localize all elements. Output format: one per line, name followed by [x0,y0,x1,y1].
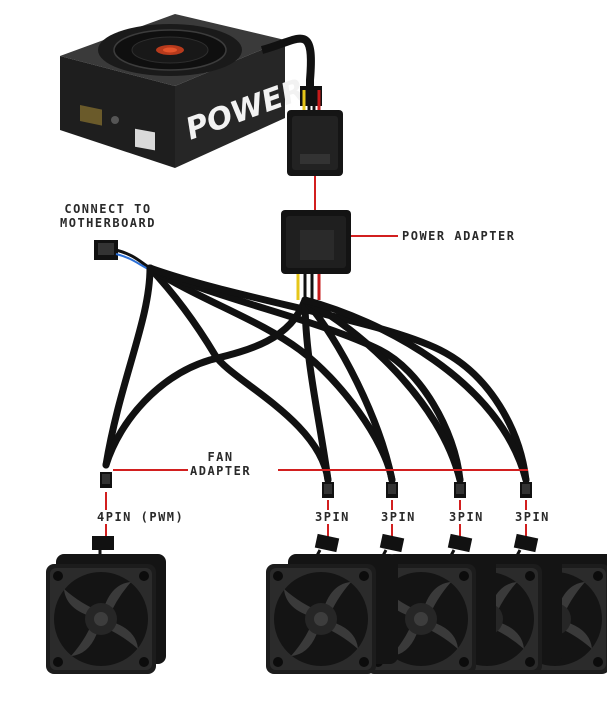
pin3-label: 3PIN [448,510,485,524]
psu-cable-wires [300,86,322,110]
power-adapter-label: POWER ADAPTER [402,229,516,243]
fan-connector-icon [100,472,532,498]
pin3-label: 3PIN [380,510,417,524]
motherboard-connector-icon [94,240,118,260]
fan-adapter-label: FAN ADAPTER [190,450,251,478]
psu-icon [60,14,285,168]
fan-adapter-line1: FAN [207,450,234,464]
connect-label-line1: CONNECT TO [64,202,152,216]
motherboard-wires [115,248,151,271]
cable-harness [102,264,530,484]
psu-output-cable [260,34,315,100]
pin3-label: 3PIN [314,510,351,524]
connect-motherboard-label: CONNECT TO MOTHERBOARD [60,202,156,230]
fan-icon [46,554,166,674]
molex-connector-icon [287,110,343,176]
pwm-pin-label: 4PIN (PWM) [96,510,186,524]
pin3-label: 3PIN [514,510,551,524]
power-adapter-connector-icon [281,210,351,274]
fan-adapter-line2: ADAPTER [190,464,252,478]
fan-icon [266,554,398,674]
power-adapter-wires [296,274,321,300]
connect-label-line2: MOTHERBOARD [60,216,156,230]
